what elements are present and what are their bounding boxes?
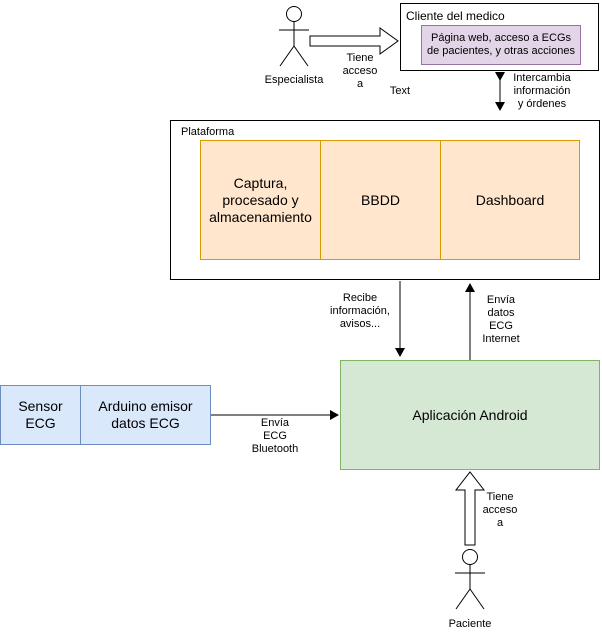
- database-module[interactable]: BBDD: [320, 140, 441, 260]
- specialist-access-arrow: [309, 27, 399, 55]
- specialist-label: Especialista: [264, 74, 324, 86]
- exchange-label: Intercambia información y órdenes: [513, 72, 571, 110]
- dashboard-module[interactable]: Dashboard: [440, 140, 580, 260]
- send-bluetooth-label: Envía ECG Bluetooth: [251, 417, 299, 455]
- specialist-actor-icon: [279, 6, 309, 67]
- sensor-ecg-box[interactable]: Sensor ECG: [0, 385, 81, 445]
- platform-title: Plataforma: [181, 126, 235, 138]
- dashboard-module-label: Dashboard: [475, 192, 545, 208]
- capture-module[interactable]: Captura, procesado y almacenamiento: [200, 140, 321, 260]
- clinician-client-box: Cliente del medico Página web, acceso a …: [400, 3, 599, 71]
- patient-access-label: Tiene acceso a: [482, 491, 518, 529]
- send-internet-label: Envía datos ECG Internet: [482, 294, 520, 345]
- capture-module-label: Captura, procesado y almacenamiento: [209, 174, 312, 225]
- patient-actor-icon: [455, 549, 485, 610]
- android-app-label: Aplicación Android: [412, 407, 528, 423]
- android-app-box[interactable]: Aplicación Android: [340, 360, 600, 470]
- database-module-label: BBDD: [361, 192, 400, 208]
- specialist-access-label: Tiene acceso a: [342, 52, 378, 90]
- clinician-client-title: Cliente del medico: [406, 9, 505, 23]
- patient-label: Paciente: [448, 618, 492, 630]
- web-page-box[interactable]: Página web, acceso a ECGs de pacientes, …: [421, 25, 581, 65]
- arduino-box[interactable]: Arduino emisor datos ECG: [80, 385, 211, 445]
- sensor-ecg-label: Sensor ECG: [18, 398, 63, 431]
- web-page-label: Página web, acceso a ECGs de pacientes, …: [427, 32, 575, 57]
- receive-label: Recibe información, avisos...: [330, 292, 390, 330]
- stray-text-label: Text: [389, 85, 411, 97]
- patient-access-arrow: [454, 471, 486, 546]
- arduino-label: Arduino emisor datos ECG: [98, 398, 193, 431]
